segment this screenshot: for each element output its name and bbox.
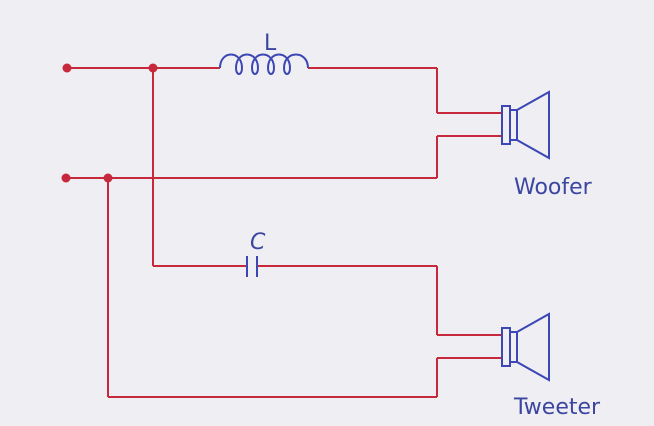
capacitor-label: C — [250, 230, 266, 255]
inductor-label: L — [264, 31, 277, 56]
terminal-top — [62, 63, 72, 73]
inductor-symbol — [219, 53, 309, 75]
terminal-bottom — [61, 173, 71, 183]
wires — [66, 67, 502, 398]
junction-bottom — [103, 173, 113, 183]
woofer-speaker-icon — [501, 90, 550, 160]
tweeter-speaker-icon — [501, 312, 550, 382]
junction-top — [148, 63, 158, 73]
capacitor-symbol — [246, 256, 258, 277]
woofer-label: Woofer — [514, 175, 593, 200]
tweeter-label: Tweeter — [513, 395, 601, 420]
junctions — [61, 63, 158, 183]
